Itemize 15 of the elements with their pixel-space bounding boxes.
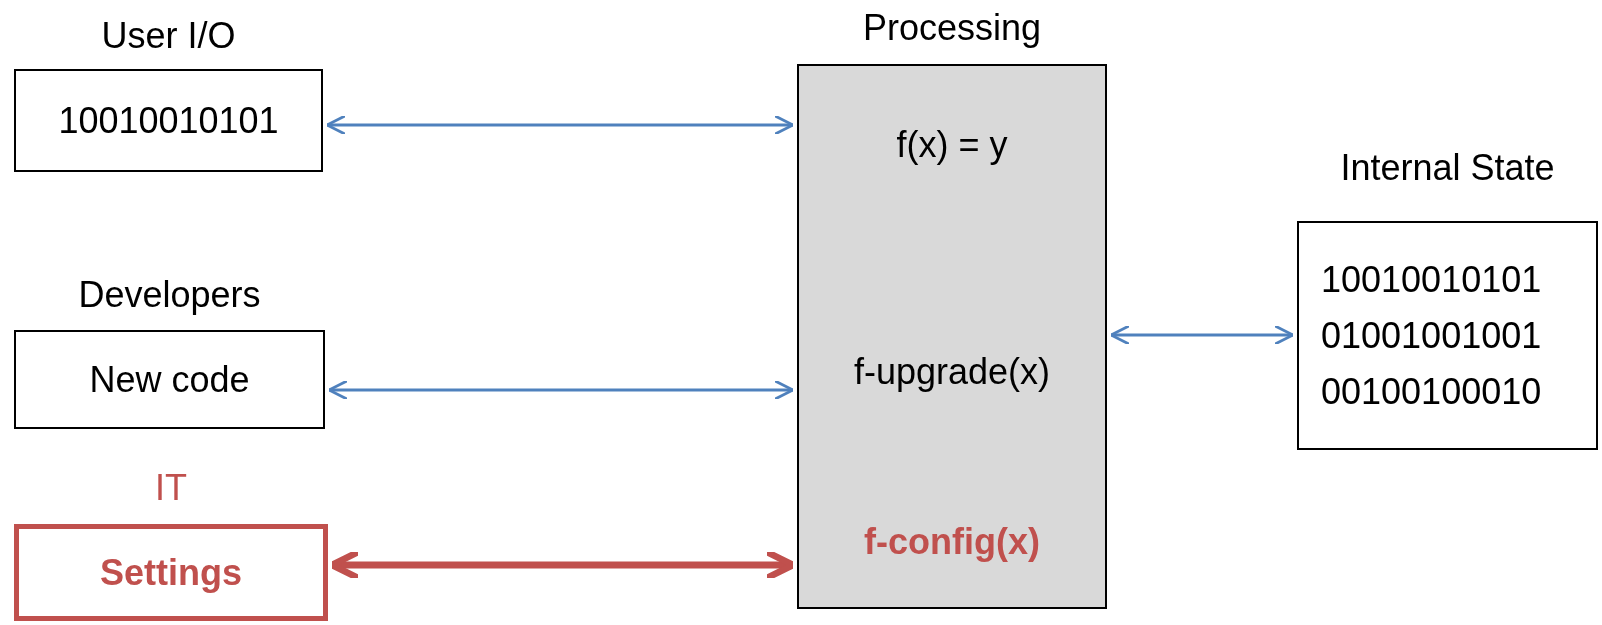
heading: Processing: [861, 6, 1043, 50]
box-text: 10010010101 01001001001 00100100010: [1321, 257, 1543, 414]
function-label: f(x) = y: [895, 123, 1009, 167]
heading: User I/O: [100, 14, 237, 58]
box-text: 10010010101: [58, 98, 279, 143]
double-arrow: [327, 379, 795, 401]
box-text: New code: [89, 357, 250, 402]
heading: Developers: [77, 273, 262, 317]
heading: IT: [154, 466, 188, 510]
function-label: f-config(x): [863, 520, 1041, 564]
function-label: f-upgrade(x): [852, 350, 1052, 394]
double-arrow: [1109, 324, 1295, 346]
heading: Internal State: [1339, 146, 1556, 190]
box-text: Settings: [100, 550, 242, 595]
double-arrow: [325, 114, 795, 136]
